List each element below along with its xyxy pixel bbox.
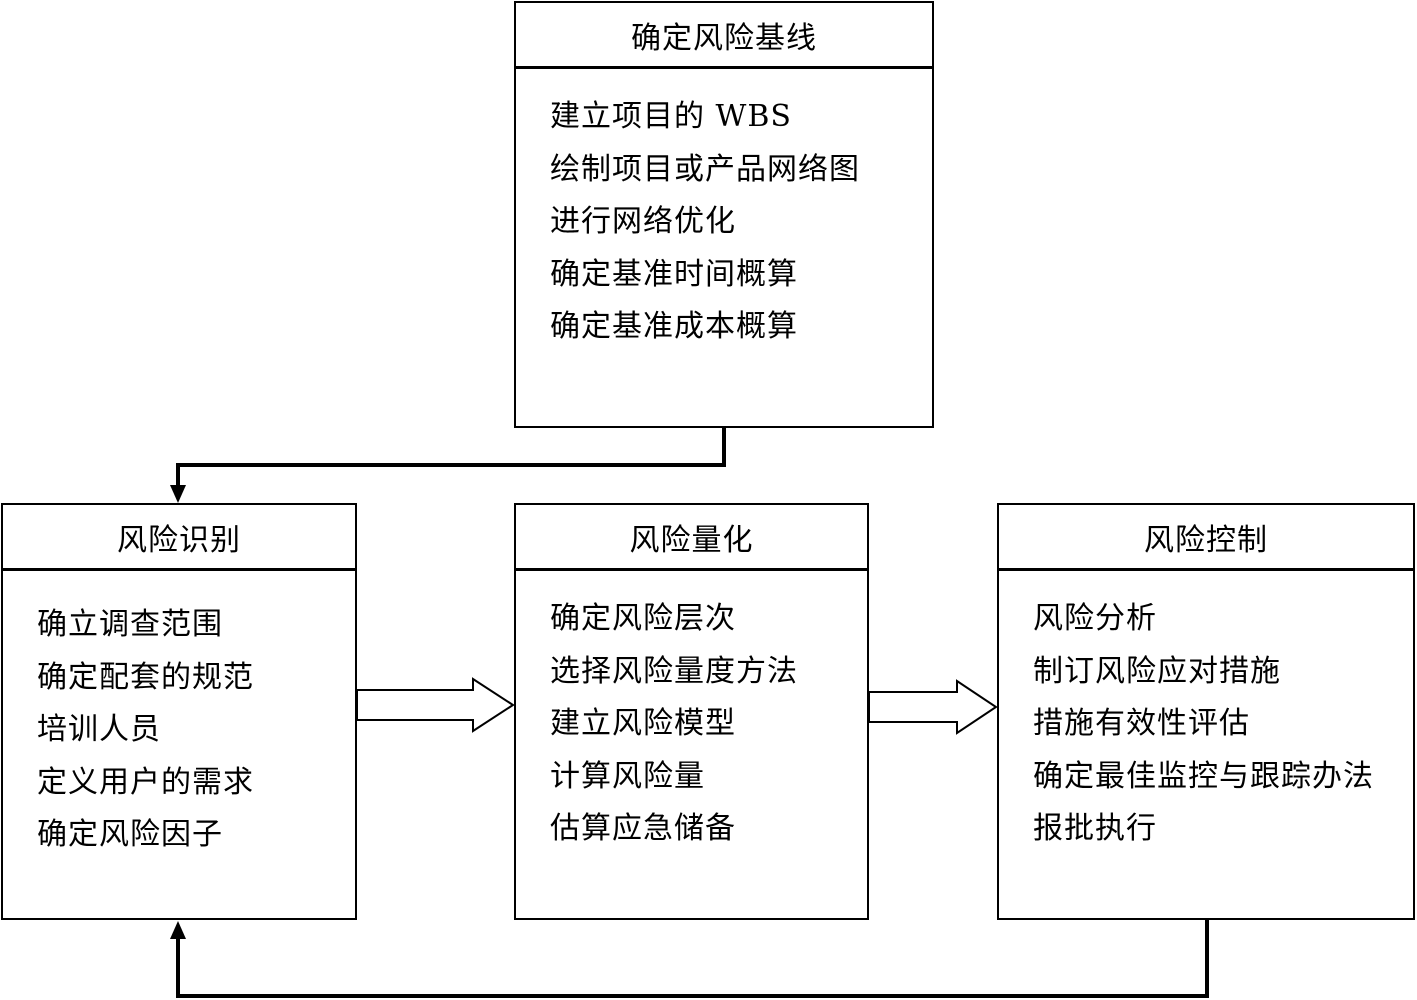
baseline-to-identify-line	[176, 428, 726, 486]
list-item: 确立调查范围	[37, 607, 223, 642]
control-to-identify-arrowhead	[170, 921, 186, 939]
list-item: 建立项目的 WBS	[550, 99, 792, 134]
control-title: 风险控制	[999, 505, 1413, 571]
quantify-box: 风险量化 确定风险层次 选择风险量度方法 建立风险模型 计算风险量 估算应急储备	[514, 503, 869, 920]
list-item: 绘制项目或产品网络图	[550, 151, 860, 187]
identify-title: 风险识别	[3, 505, 355, 571]
control-to-identify-line	[176, 920, 1209, 998]
list-item: 估算应急储备	[550, 811, 736, 846]
list-item: 确定最佳监控与跟踪办法	[1033, 758, 1374, 794]
baseline-box: 确定风险基线 建立项目的 WBS 绘制项目或产品网络图 进行网络优化 确定基准时…	[514, 1, 934, 428]
list-item: 报批执行	[1033, 811, 1157, 846]
control-items: 风险分析 制订风险应对措施 措施有效性评估 确定最佳监控与跟踪办法 报批执行	[999, 571, 1413, 856]
list-item: 培训人员	[37, 712, 161, 747]
list-item: 确定风险层次	[550, 601, 736, 636]
list-item: 确定基准成本概算	[550, 309, 798, 344]
list-item: 定义用户的需求	[37, 764, 254, 800]
list-item: 计算风险量	[550, 758, 705, 794]
control-box: 风险控制 风险分析 制订风险应对措施 措施有效性评估 确定最佳监控与跟踪办法 报…	[997, 503, 1415, 920]
baseline-title: 确定风险基线	[516, 3, 932, 69]
list-item: 措施有效性评估	[1033, 706, 1250, 741]
identify-box: 风险识别 确立调查范围 确定配套的规范 培训人员 定义用户的需求 确定风险因子	[1, 503, 357, 920]
list-item: 确定基准时间概算	[550, 256, 798, 292]
list-item: 制订风险应对措施	[1033, 653, 1281, 689]
identify-to-quantify-arrow	[356, 677, 515, 733]
list-item: 选择风险量度方法	[550, 653, 798, 689]
quantify-title: 风险量化	[516, 505, 867, 571]
list-item: 建立风险模型	[550, 706, 736, 741]
baseline-items: 建立项目的 WBS 绘制项目或产品网络图 进行网络优化 确定基准时间概算 确定基…	[516, 69, 932, 354]
baseline-to-identify-arrowhead	[170, 485, 186, 503]
list-item: 风险分析	[1033, 601, 1157, 636]
list-item: 进行网络优化	[550, 204, 736, 239]
identify-items: 确立调查范围 确定配套的规范 培训人员 定义用户的需求 确定风险因子	[3, 571, 355, 862]
quantify-to-control-arrow	[868, 679, 998, 735]
quantify-items: 确定风险层次 选择风险量度方法 建立风险模型 计算风险量 估算应急储备	[516, 571, 867, 856]
list-item: 确定风险因子	[37, 817, 223, 852]
list-item: 确定配套的规范	[37, 659, 254, 695]
